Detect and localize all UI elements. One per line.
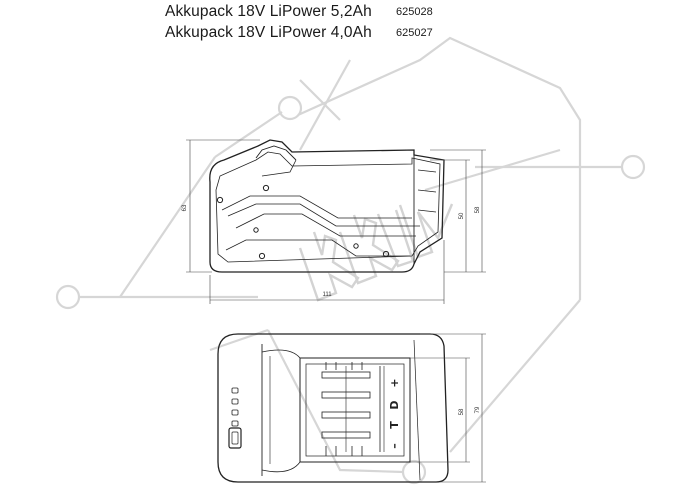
led-indicator [231,387,239,394]
dimension-top-inner-width: 58 [459,408,465,415]
button-inner [231,431,239,445]
terminal-label: D [388,400,401,409]
product-row: Akkupack 18V LiPower 4,0Ah 625027 [165,24,565,44]
top-dimension-lines [410,333,486,483]
watermark-letters [298,203,454,302]
dimension-side-inner-height: 50 [459,212,465,219]
terminal-labels: + D T – [388,378,401,448]
product-row: Akkupack 18V LiPower 5,2Ah 625028 [165,3,565,23]
led-indicator [231,409,239,416]
terminal-label: T [388,421,401,429]
terminal-label: – [388,443,401,449]
product-code: 625028 [396,6,433,18]
dimension-side-outer-height: 58 [475,206,481,213]
dimension-side-height: 63 [182,204,188,211]
product-name: Akkupack 18V LiPower 4,0Ah [165,24,372,41]
led-indicator [231,420,239,427]
watermark-logo [55,36,646,485]
dimension-top-outer-width: 79 [475,406,481,413]
top-view [217,333,449,483]
led-indicator [231,398,239,405]
product-code: 625027 [396,27,433,39]
charge-check-button [228,427,242,449]
product-header: Akkupack 18V LiPower 5,2Ah 625028 Akkupa… [0,0,700,50]
side-view [209,139,445,273]
side-dimension-lines [186,139,486,304]
charge-indicator [231,387,239,427]
product-name: Akkupack 18V LiPower 5,2Ah [165,3,372,20]
terminal-label: + [388,378,401,387]
dimension-side-length: 111 [322,292,332,298]
